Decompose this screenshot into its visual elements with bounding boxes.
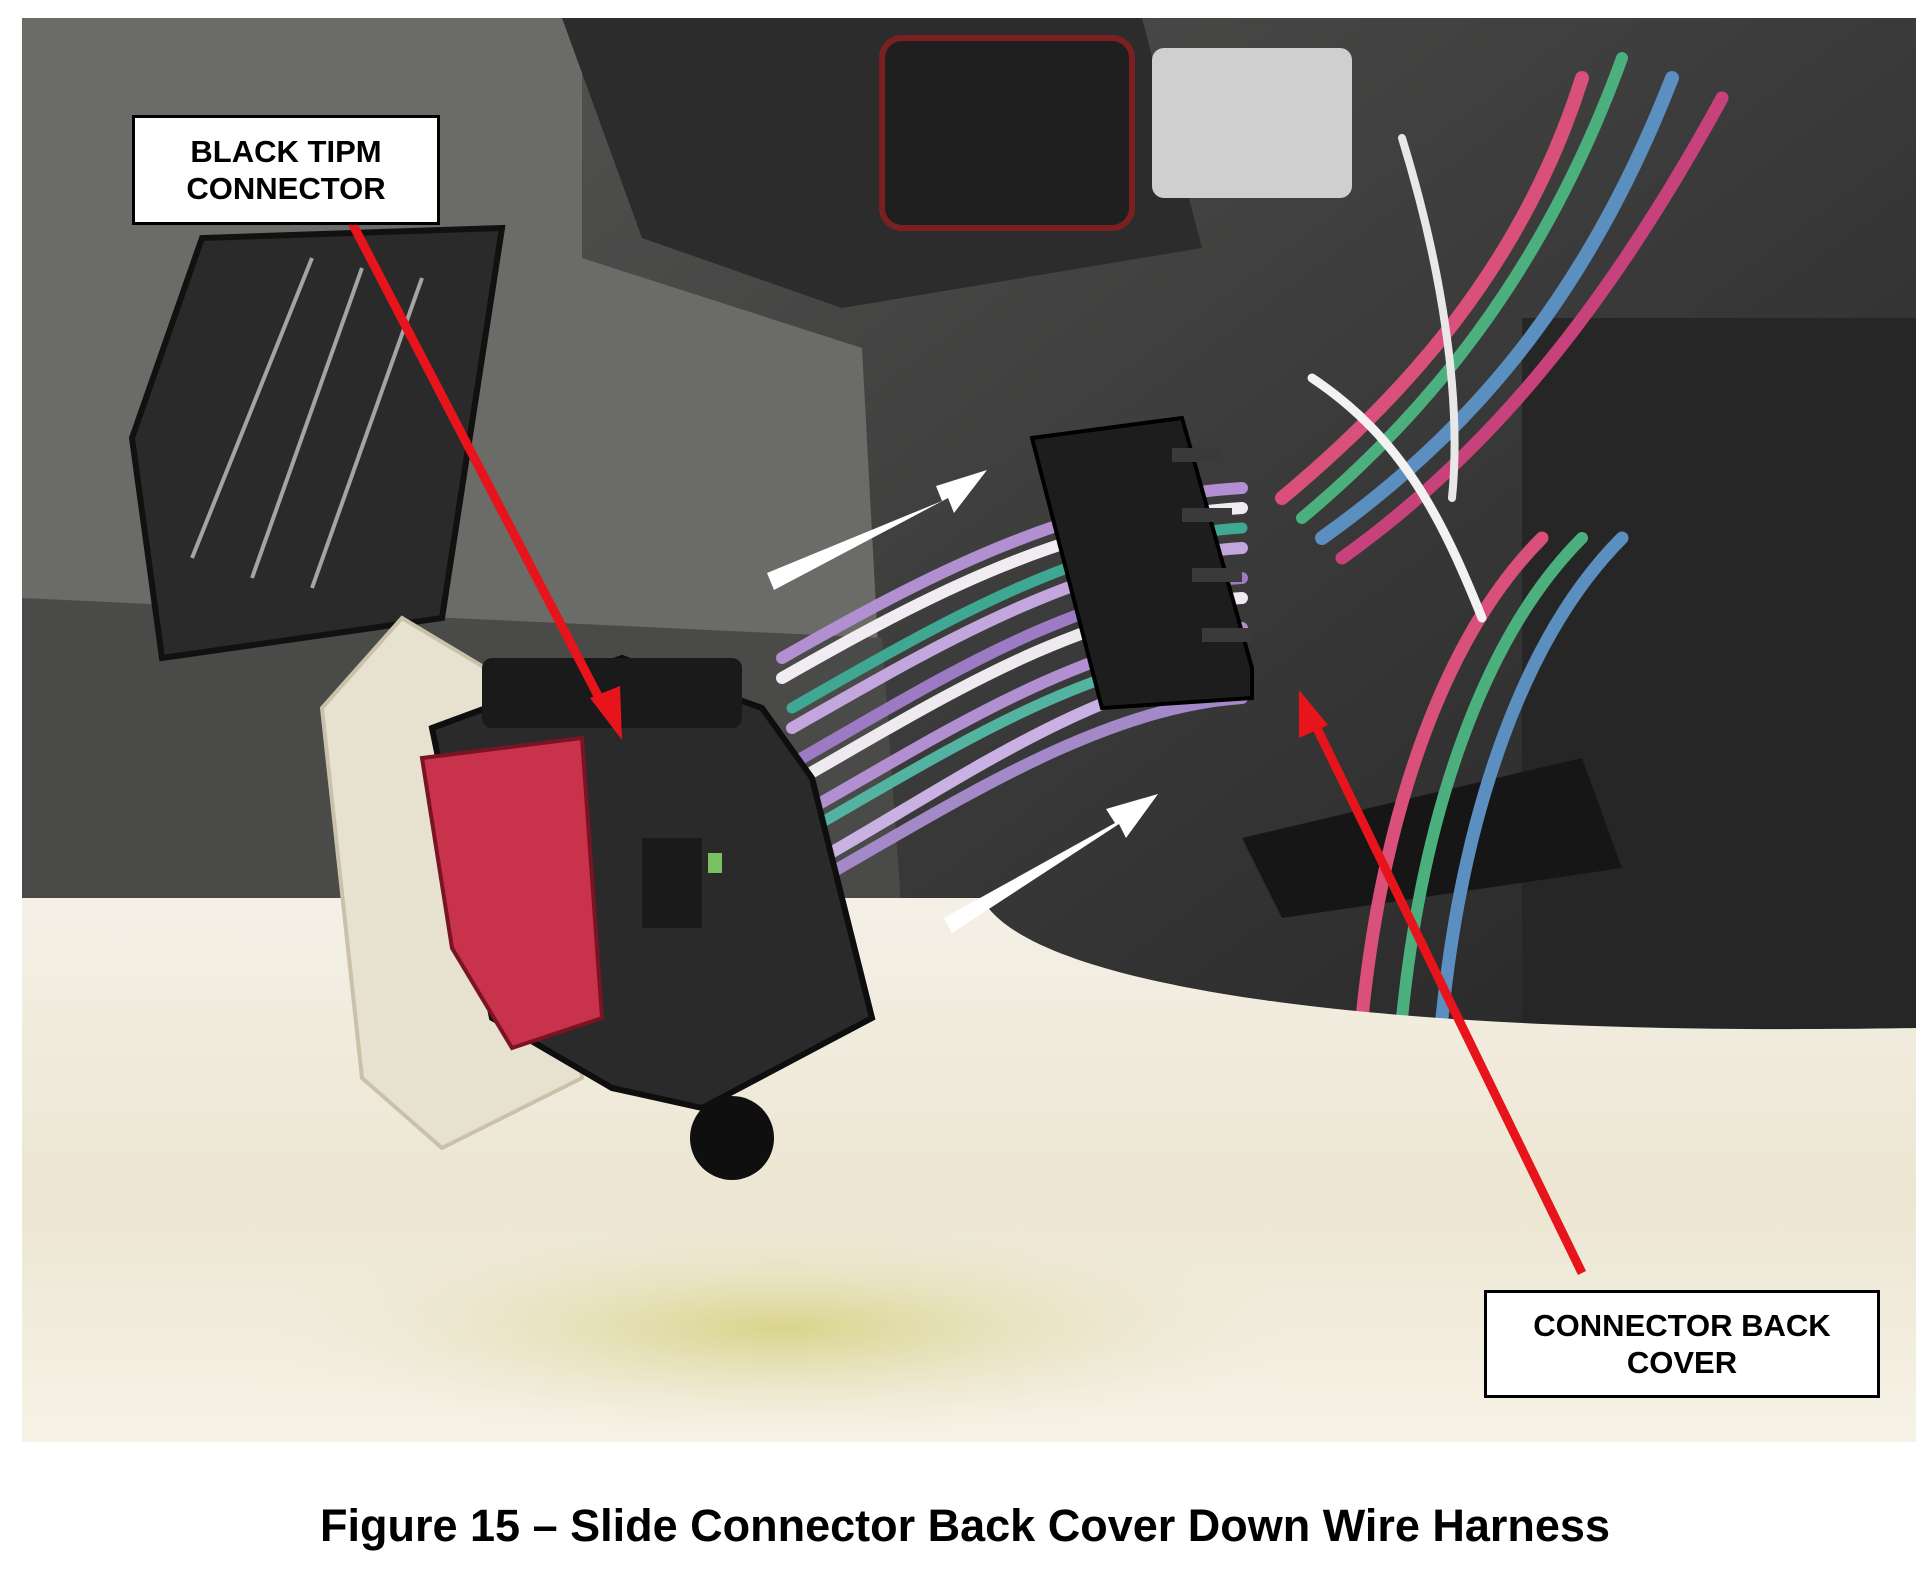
direction-arrow-lower [944,794,1158,933]
pointer-to-back-cover [1307,716,1587,1275]
pointer-lines [348,220,1587,1275]
callout-tipm-line1: BLACK TIPM [190,134,382,169]
black-tipm-connector [419,654,876,1180]
callout-connector-back-cover: CONNECTOR BACK COVER [1484,1290,1880,1398]
connector-back-cover [1029,415,1254,711]
pointer-head-cover [1299,690,1328,738]
pointer-head-tipm [590,686,622,740]
wiring-harness-photo-illustration [22,18,1916,1442]
right-dark-area [1522,318,1916,1058]
direction-arrows [767,470,1158,933]
grey-plug [1152,48,1352,198]
connector-red-lock [419,735,605,1051]
figure-photo [22,18,1916,1442]
module-socket [879,35,1135,231]
direction-arrow-upper [767,470,987,590]
callout-cover-line2: COVER [1626,1345,1738,1380]
battery-warning-label [128,224,506,662]
connector-back-pins [1172,448,1252,642]
callout-black-tipm-connector: BLACK TIPM CONNECTOR [132,115,440,225]
callout-cover-line1: CONNECTOR BACK [1533,1308,1831,1343]
connector-mount-knob [690,1096,774,1180]
pointer-to-tipm-connector [348,220,611,716]
figure-caption: Figure 15 – Slide Connector Back Cover D… [320,1500,1610,1551]
callout-tipm-line2: CONNECTOR [186,171,386,206]
panel-highlight [262,1218,1302,1438]
